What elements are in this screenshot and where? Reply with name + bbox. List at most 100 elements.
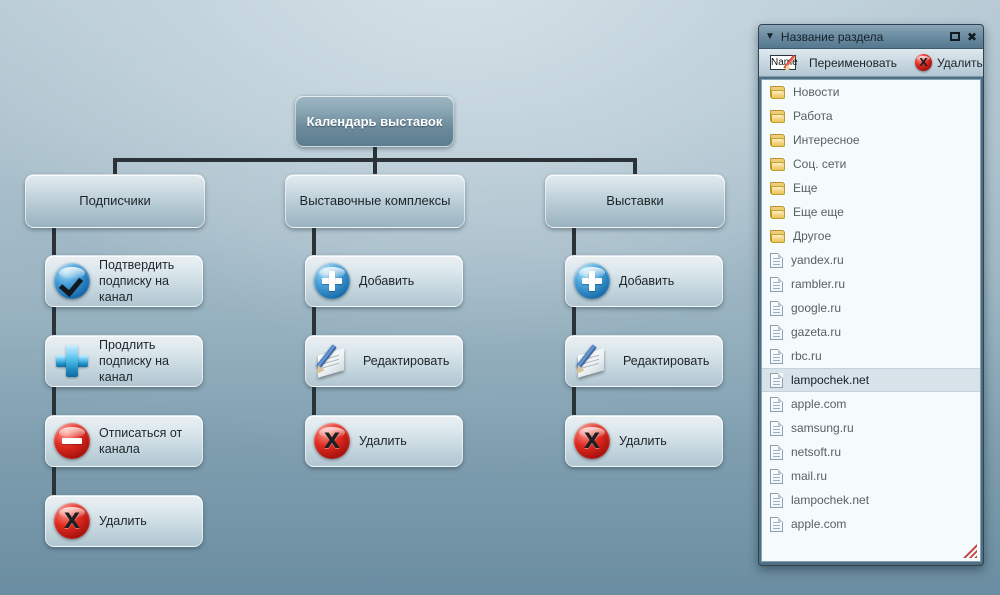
document-icon [770, 276, 783, 292]
list-item[interactable]: google.ru [762, 296, 980, 320]
rename-pencil-icon: Name [770, 54, 804, 73]
list-item[interactable]: rambler.ru [762, 272, 980, 296]
document-icon [770, 348, 783, 364]
connector-branch-2-spine [572, 226, 576, 442]
resize-grip[interactable] [963, 544, 977, 558]
tree-node-branch-subscribers[interactable]: Подписчики [25, 174, 205, 228]
window-toolbar: Name Переименовать X Удалить [759, 49, 983, 77]
tree-leaf-delete-expo[interactable]: X Удалить [565, 415, 723, 467]
connector-branch-1-spine [312, 226, 316, 442]
tree-leaf-confirm-subscription[interactable]: Подтвердить подписку на канал [45, 255, 203, 307]
list-item-label: Интересное [793, 133, 860, 147]
close-icon[interactable]: ✖ [966, 29, 977, 44]
maximize-icon[interactable] [949, 32, 960, 41]
tree-leaf-label: Удалить [99, 514, 147, 528]
minus-circle-icon [54, 423, 90, 459]
list-item-label: Другое [793, 229, 832, 243]
rename-button-label: Переименовать [809, 55, 897, 70]
window-titlebar[interactable]: ▼ Название раздела ✖ [759, 25, 983, 49]
document-icon [770, 252, 783, 268]
list-item[interactable]: Соц. сети [762, 152, 980, 176]
list-item[interactable]: lampochek.net [762, 368, 980, 392]
tree-leaf-label: Удалить [619, 434, 667, 448]
check-circle-icon [54, 263, 90, 299]
document-icon [770, 396, 783, 412]
tree-leaf-label: Редактировать [363, 354, 450, 368]
list-item-label: Новости [793, 85, 840, 99]
list-item[interactable]: samsung.ru [762, 416, 980, 440]
folder-icon [770, 205, 785, 219]
tree-node-branch-expos[interactable]: Выставки [545, 174, 725, 228]
connector-root-bar [113, 158, 637, 162]
pencil-edit-icon [573, 343, 614, 379]
tree-node-branch-label: Выставки [606, 193, 664, 208]
folder-icon [770, 229, 785, 243]
tree-leaf-add-expo[interactable]: Добавить [565, 255, 723, 307]
tree-node-branch-label: Выставочные комплексы [299, 193, 451, 208]
tree-leaf-label: Добавить [359, 274, 415, 288]
document-icon [770, 468, 783, 484]
tree-leaf-label: Добавить [619, 274, 675, 288]
list-item-label: apple.com [791, 397, 847, 411]
list-item-label: samsung.ru [791, 421, 854, 435]
list-item[interactable]: Работа [762, 104, 980, 128]
tree-node-branch-expo-complexes[interactable]: Выставочные комплексы [285, 174, 465, 228]
list-item[interactable]: Еще [762, 176, 980, 200]
list-item[interactable]: apple.com [762, 512, 980, 536]
list-item[interactable]: apple.com [762, 392, 980, 416]
list-item-label: apple.com [791, 517, 847, 531]
tree-leaf-label: Удалить [359, 434, 407, 448]
document-icon [770, 324, 783, 340]
list-item[interactable]: gazeta.ru [762, 320, 980, 344]
tree-leaf-delete-subscriber[interactable]: X Удалить [45, 495, 203, 547]
delete-x-glyph: X [919, 56, 928, 69]
list-item[interactable]: yandex.ru [762, 248, 980, 272]
list-item[interactable]: Другое [762, 224, 980, 248]
tree-leaf-edit-expo[interactable]: Редактировать [565, 335, 723, 387]
tree-leaf-label: Отписаться от канала [99, 426, 183, 456]
list-item-label: rambler.ru [791, 277, 846, 291]
tree-node-root-label: Календарь выставок [306, 113, 443, 129]
folder-icon [770, 133, 785, 147]
section-window: ▼ Название раздела ✖ Name Переименовать … [758, 24, 984, 566]
list-item[interactable]: rbc.ru [762, 344, 980, 368]
document-icon [770, 300, 783, 316]
document-icon [770, 492, 783, 508]
list-item-label: lampochek.net [791, 493, 870, 507]
tree-leaf-extend-subscription[interactable]: Продлить подписку на канал [45, 335, 203, 387]
tree-leaf-label: Продлить подписку на канал [99, 338, 169, 384]
list-item[interactable]: Интересное [762, 128, 980, 152]
list-item-label: mail.ru [791, 469, 828, 483]
list-item[interactable]: Еще еще [762, 200, 980, 224]
list-item[interactable]: mail.ru [762, 464, 980, 488]
list-item[interactable]: Новости [762, 80, 980, 104]
folder-icon [770, 109, 785, 123]
list-item-label: rbc.ru [791, 349, 822, 363]
list-item[interactable]: netsoft.ru [762, 440, 980, 464]
rename-button[interactable]: Name Переименовать [764, 51, 903, 75]
document-icon [770, 420, 783, 436]
plus-circle-icon [314, 263, 350, 299]
delete-x-circle-icon: X [314, 423, 350, 459]
tree-leaf-delete-complex[interactable]: X Удалить [305, 415, 463, 467]
tree-node-root[interactable]: Календарь выставок [295, 95, 454, 147]
window-title: Название раздела [780, 29, 884, 44]
chevron-down-icon[interactable]: ▼ [765, 30, 775, 42]
plus-circle-icon [574, 263, 610, 299]
tree-leaf-unsubscribe[interactable]: Отписаться от канала [45, 415, 203, 467]
delete-button[interactable]: X Удалить [909, 51, 983, 75]
list-item-label: gazeta.ru [791, 325, 842, 339]
tree-leaf-edit-complex[interactable]: Редактировать [305, 335, 463, 387]
plus-icon [54, 343, 90, 379]
list-item[interactable]: lampochek.net [762, 488, 980, 512]
list-item-label: google.ru [791, 301, 842, 315]
tree-leaf-label: Подтвердить подписку на канал [99, 258, 175, 304]
folder-icon [770, 85, 785, 99]
document-icon [770, 516, 783, 532]
tree-leaf-add-complex[interactable]: Добавить [305, 255, 463, 307]
tree-leaf-label: Редактировать [623, 354, 710, 368]
list-item-label: Работа [793, 109, 833, 123]
tree-node-branch-label: Подписчики [79, 193, 151, 208]
